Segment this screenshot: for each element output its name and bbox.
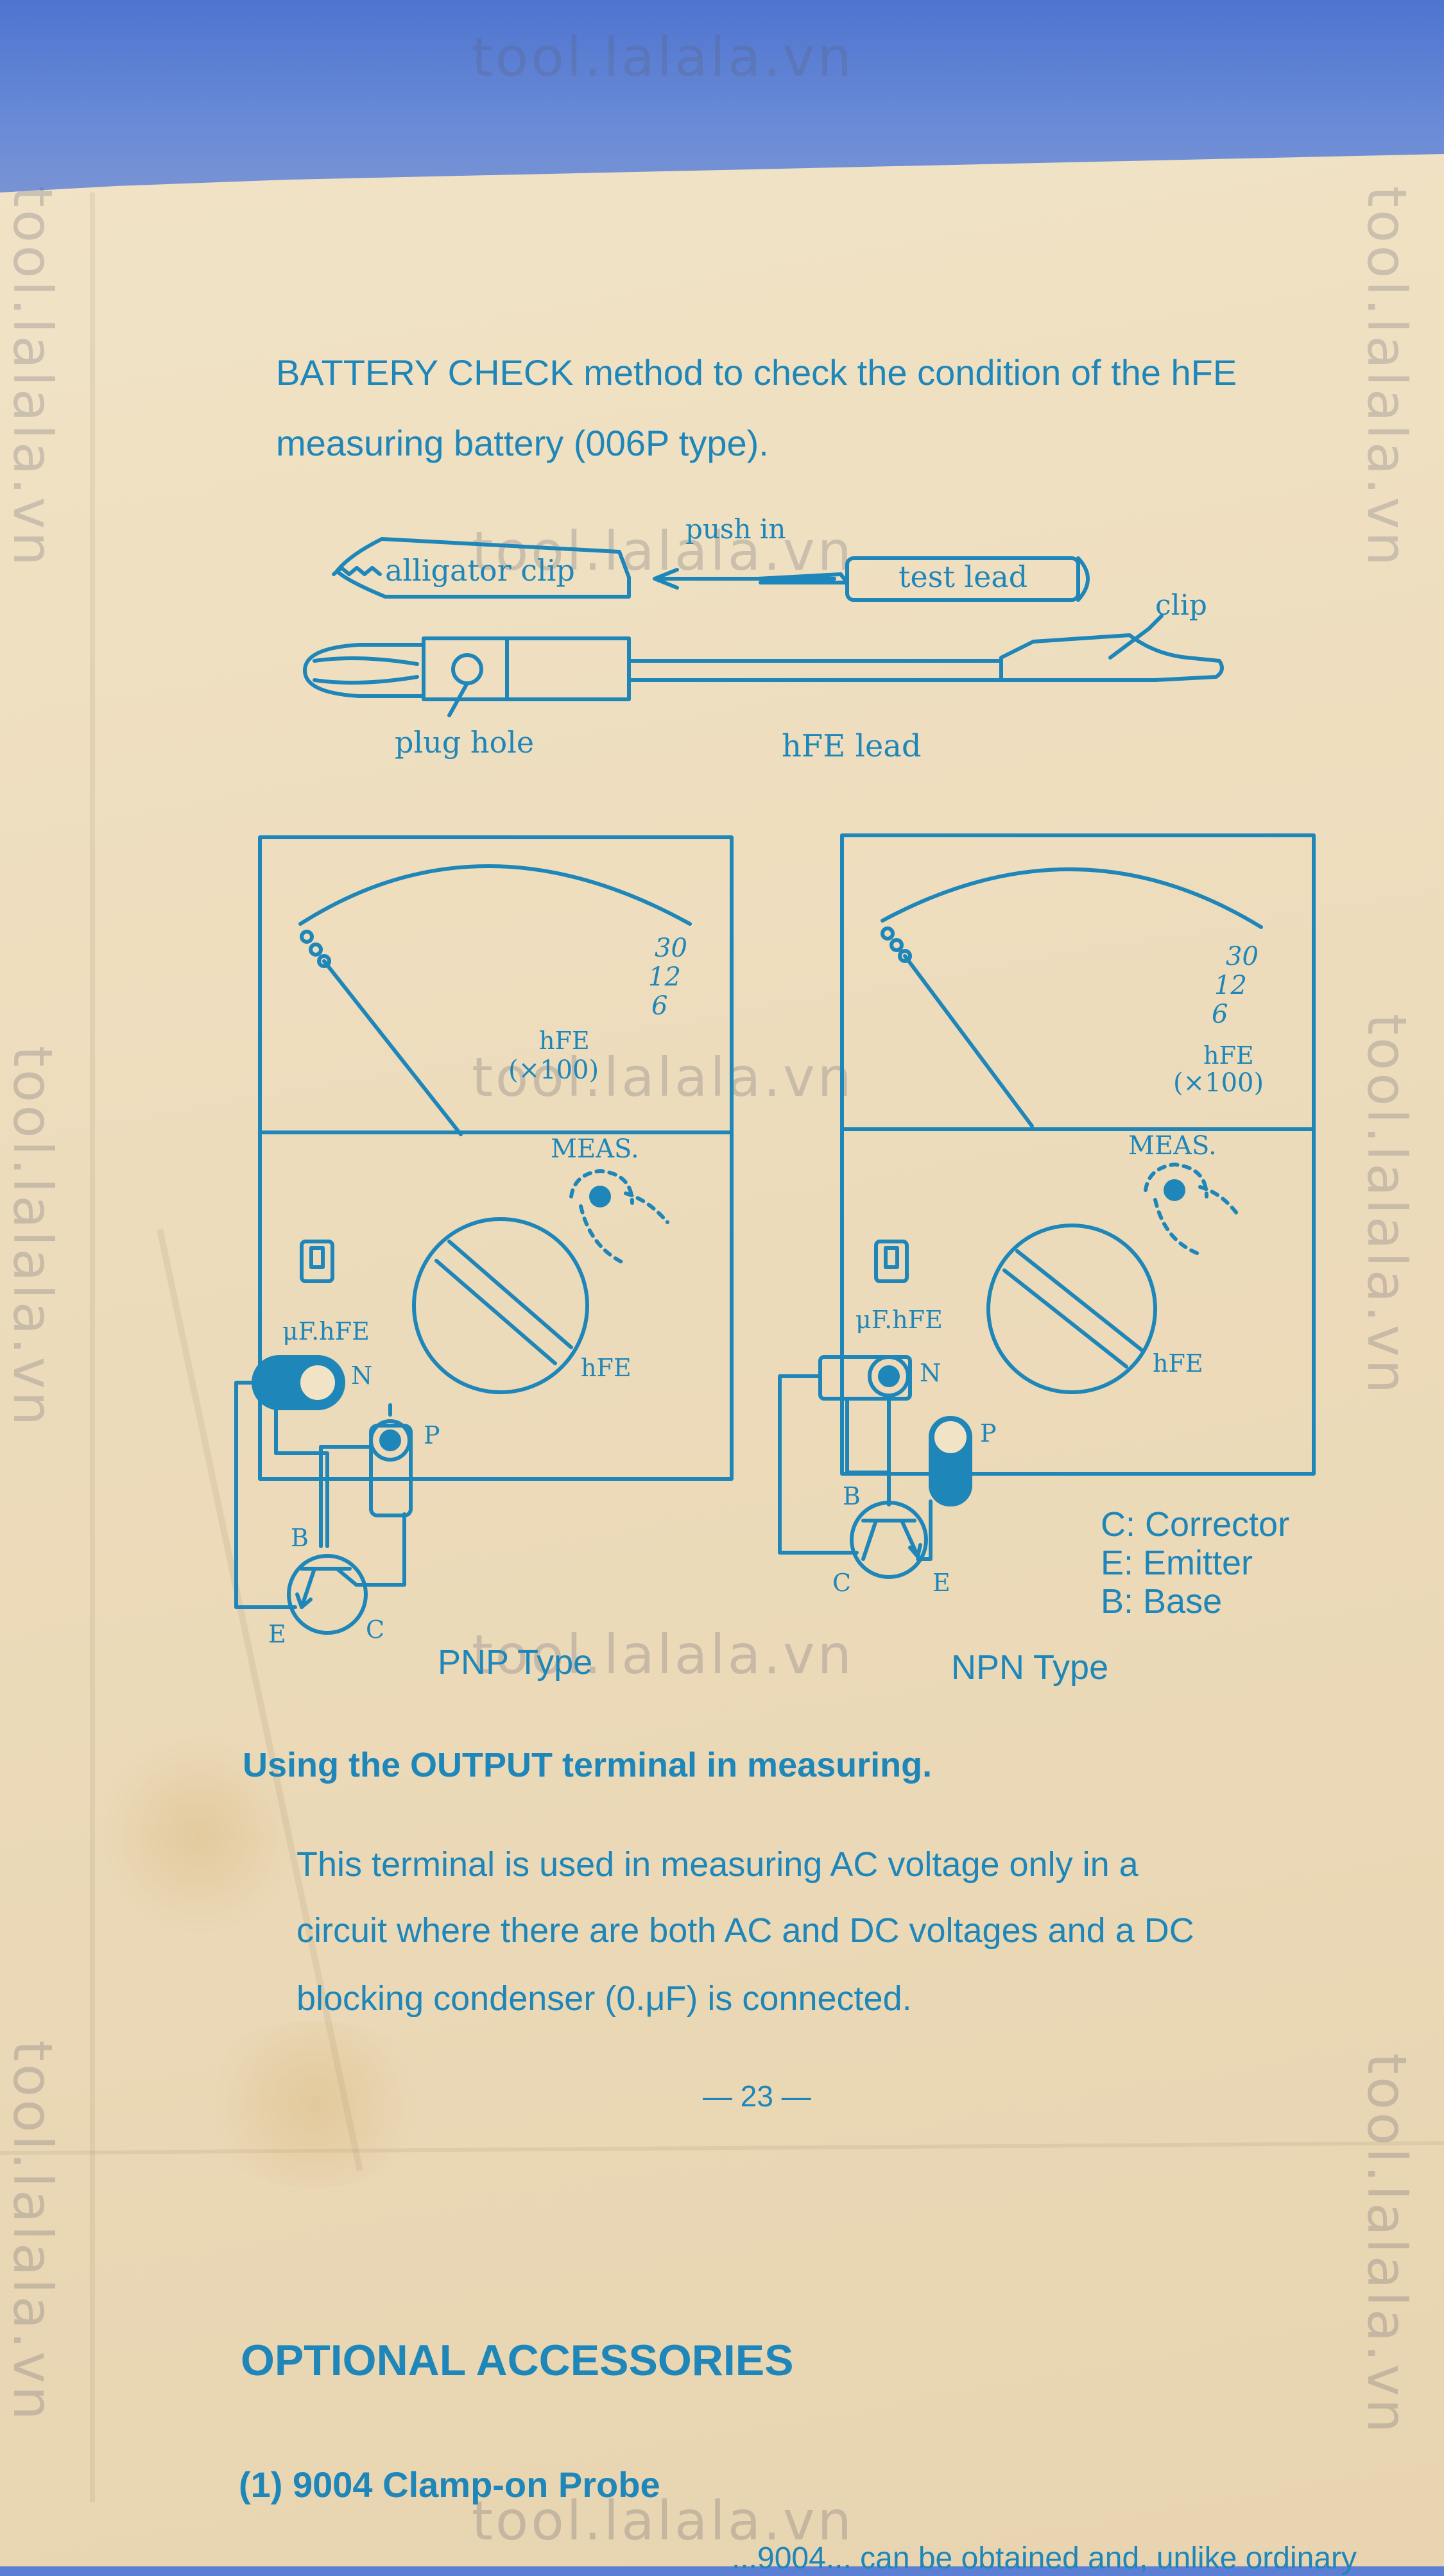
crease-left bbox=[90, 192, 95, 2502]
alligator-clip-label: alligator clip bbox=[385, 553, 575, 588]
alligator-clip-body bbox=[335, 537, 631, 599]
test-lead-label: test lead bbox=[898, 559, 1028, 594]
hfe-lead-clip bbox=[999, 633, 1224, 682]
accessories-partial-line: ...9004... can be obtained and, unlike o… bbox=[732, 2541, 1357, 2575]
stain bbox=[96, 1732, 302, 1938]
plug-hole-label: plug hole bbox=[395, 725, 535, 760]
legend-emitter: E: Emitter bbox=[1101, 1544, 1253, 1582]
accessories-item-1: (1) 9004 Clamp-on Probe bbox=[239, 2464, 660, 2505]
npn-hfe-label: hFE bbox=[1203, 1041, 1254, 1070]
watermark: tool.lalala.vn bbox=[472, 26, 854, 89]
watermark: tool.lalala.vn bbox=[472, 1046, 854, 1109]
npn-transistor bbox=[850, 1501, 928, 1579]
npn-type-caption: NPN Type bbox=[951, 1648, 1109, 1687]
pnp-hfe-label: hFE bbox=[539, 1027, 590, 1055]
npn-x100-label: (×100) bbox=[1173, 1068, 1264, 1098]
npn-n-label: N bbox=[920, 1359, 941, 1387]
pnp-selector-dial bbox=[412, 1217, 589, 1394]
pnp-uf-hfe-label: μF.hFE bbox=[282, 1317, 370, 1345]
pnp-transistor bbox=[287, 1554, 368, 1635]
legend-corrector: C: Corrector bbox=[1101, 1505, 1290, 1544]
npn-selector-dial bbox=[986, 1224, 1157, 1394]
plug-hole bbox=[451, 653, 483, 685]
pnp-x100-label: (×100) bbox=[508, 1055, 599, 1085]
watermark: tool.lalala.vn bbox=[472, 2489, 854, 2552]
test-lead-body bbox=[845, 556, 1080, 602]
clip-label: clip bbox=[1155, 589, 1207, 622]
legend-base: B: Base bbox=[1101, 1582, 1223, 1621]
npn-dial-hfe-label: hFE bbox=[1153, 1349, 1203, 1378]
pnp-type-caption: PNP Type bbox=[438, 1643, 593, 1682]
npn-e-label: E bbox=[933, 1569, 950, 1597]
pnp-meter-outline bbox=[258, 835, 734, 1481]
intro-line-2: measuring battery (006P type). bbox=[276, 423, 769, 463]
alligator-clip-teeth bbox=[332, 566, 382, 576]
test-lead-tip bbox=[755, 572, 849, 584]
hfe-lead-cable bbox=[627, 659, 1003, 682]
pnp-e-label: E bbox=[268, 1620, 286, 1648]
watermark: tool.lalala.vn bbox=[472, 1623, 854, 1686]
pnp-needle bbox=[322, 959, 463, 1136]
npn-scale-12: 12 bbox=[1214, 971, 1247, 1000]
hfe-lead-plug bbox=[303, 643, 425, 698]
watermark: tool.lalala.vn bbox=[472, 520, 854, 583]
npn-uf-hfe-label: μF.hFE bbox=[855, 1306, 943, 1334]
stain bbox=[193, 2021, 436, 2188]
pnp-scale-30: 30 bbox=[655, 934, 687, 963]
push-arrow-head bbox=[653, 568, 679, 590]
output-body-line-3: blocking condenser (0.μF) is connected. bbox=[297, 1979, 912, 2018]
pnp-n-label: N bbox=[351, 1361, 373, 1390]
pnp-p-terminal bbox=[369, 1424, 413, 1517]
paper-sheet bbox=[0, 154, 1444, 2566]
accessories-heading: OPTIONAL ACCESSORIES bbox=[241, 2336, 794, 2385]
output-heading: Using the OUTPUT terminal in measuring. bbox=[243, 1746, 933, 1784]
npn-scale-arc bbox=[881, 867, 1263, 929]
npn-scale-30: 30 bbox=[1226, 942, 1259, 971]
pnp-dial-hfe-label: hFE bbox=[581, 1354, 632, 1382]
npn-b-label: B bbox=[843, 1482, 861, 1510]
page-number: — 23 — bbox=[703, 2079, 811, 2113]
pnp-c-label: C bbox=[366, 1616, 385, 1644]
npn-c-label: C bbox=[832, 1569, 852, 1597]
pnp-scale-arc bbox=[298, 864, 692, 926]
npn-scale-6: 6 bbox=[1212, 1000, 1228, 1029]
npn-needle bbox=[903, 954, 1034, 1128]
pnp-meas-label: MEAS. bbox=[551, 1134, 639, 1164]
pnp-p-label: P bbox=[424, 1421, 440, 1449]
pnp-scale-12: 12 bbox=[648, 962, 681, 992]
hfe-lead-body bbox=[422, 636, 631, 701]
intro-line-1: BATTERY CHECK method to check the condit… bbox=[276, 352, 1237, 393]
npn-p-label: P bbox=[980, 1419, 997, 1447]
pnp-b-label: B bbox=[291, 1524, 309, 1552]
output-body-line-1: This terminal is used in measuring AC vo… bbox=[297, 1845, 1139, 1884]
push-in-label: push in bbox=[685, 513, 786, 545]
pnp-scale-6: 6 bbox=[651, 991, 668, 1021]
npn-meas-label: MEAS. bbox=[1128, 1131, 1217, 1161]
output-body-line-2: circuit where there are both AC and DC v… bbox=[297, 1911, 1194, 1950]
npn-meter-outline bbox=[840, 833, 1316, 1476]
hfe-lead-label: hFE lead bbox=[782, 728, 922, 764]
